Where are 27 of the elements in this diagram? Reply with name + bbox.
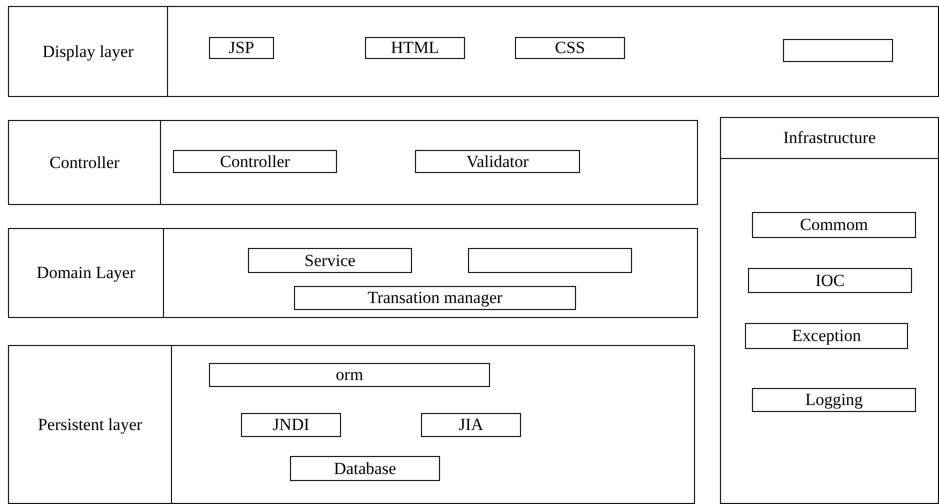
layer-title: Persistent layer	[9, 346, 172, 503]
layer-panel	[8, 228, 698, 318]
component-box: Service	[248, 248, 412, 273]
layer-panel	[8, 345, 695, 504]
component-box: Controller	[173, 150, 337, 173]
layer-panel	[8, 120, 698, 205]
component-box: orm	[209, 363, 490, 387]
component-box: Transation manager	[294, 286, 576, 310]
layer-title: Display layer	[9, 7, 168, 96]
component-box: JNDI	[241, 413, 341, 437]
component-box: JSP	[209, 37, 274, 59]
component-box: IOC	[748, 268, 912, 293]
component-box: CSS	[515, 37, 625, 59]
component-box	[783, 39, 893, 62]
component-box: Commom	[752, 212, 916, 238]
layer-panel	[720, 117, 939, 504]
component-box	[468, 248, 632, 273]
component-box: HTML	[365, 37, 465, 59]
layer-title: Infrastructure	[721, 118, 938, 159]
component-box: Exception	[745, 323, 908, 349]
layer-panel	[8, 6, 939, 97]
component-box: Database	[290, 456, 440, 481]
component-box: Validator	[415, 150, 580, 173]
layer-title: Domain Layer	[9, 229, 164, 317]
component-box: Logging	[752, 388, 916, 412]
component-box: JIA	[421, 413, 521, 437]
layer-title: Controller	[9, 121, 161, 204]
